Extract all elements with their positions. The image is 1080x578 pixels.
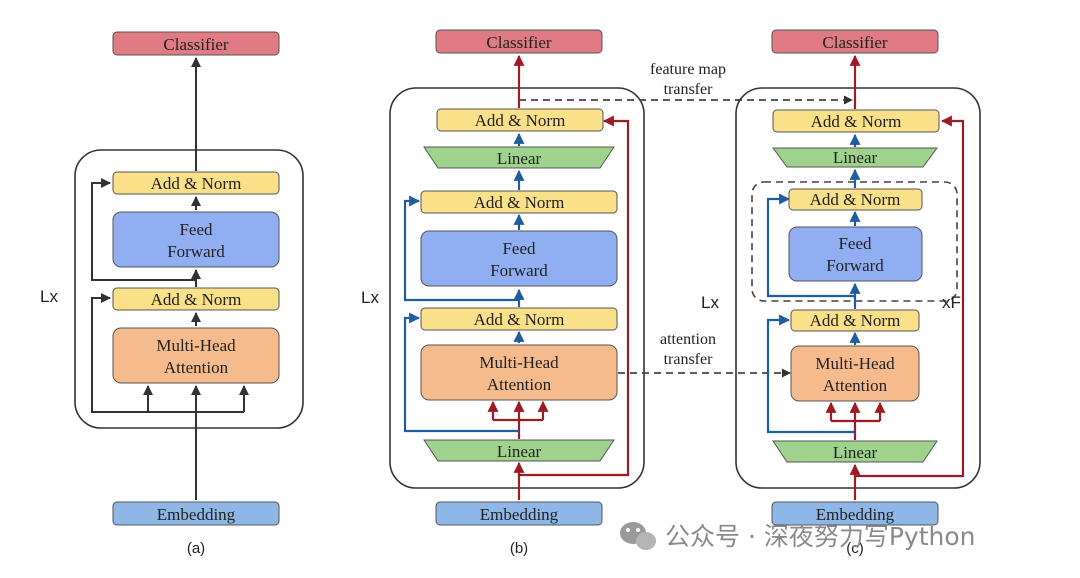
linear-label-bottom-c: Linear	[833, 443, 878, 462]
attention-transfer-label-line2: transfer	[664, 351, 714, 368]
classifier-label-b: Classifier	[486, 33, 551, 52]
embedding-block-b	[435, 501, 603, 526]
add-norm-label-bottom-c: Add & Norm	[810, 311, 901, 330]
add-norm-mid-b	[420, 190, 618, 214]
multi-head-attention-a	[112, 327, 280, 384]
feed-forward-block-b	[420, 230, 618, 287]
linear-top-c	[772, 147, 938, 168]
multi-head-label-a: Multi-Head	[156, 336, 236, 355]
lx-label-c: Lx	[701, 293, 719, 312]
multi-head-label-c: Multi-Head	[815, 354, 895, 373]
add-norm-label-mid-c: Add & Norm	[810, 190, 901, 209]
embedding-block-a	[112, 501, 280, 526]
feed-label-b: Feed	[502, 239, 536, 258]
multi-head-attention-b	[420, 344, 618, 401]
multi-head-attention-c	[790, 345, 920, 402]
linear-top-b	[423, 146, 615, 169]
attention-transfer-label-line1: attention	[660, 331, 716, 348]
embedding-label-c: Embedding	[816, 505, 895, 524]
forward-label-a: Forward	[167, 242, 225, 261]
attention-label-a: Attention	[164, 358, 229, 377]
caption-a: (a)	[187, 540, 205, 557]
classifier-block-c	[771, 29, 939, 54]
attention-label-b: Attention	[487, 375, 552, 394]
lx-label-b: Lx	[361, 288, 379, 307]
classifier-block-a	[112, 31, 280, 56]
caption-c: (c)	[846, 540, 864, 557]
attention-label-c: Attention	[823, 376, 888, 395]
embedding-label-a: Embedding	[157, 505, 236, 524]
feed-label-c: Feed	[838, 234, 872, 253]
add-norm-top-c	[772, 109, 940, 133]
watermark-text: 公众号 · 深夜努力写Python	[665, 522, 976, 551]
panel-c: Classifier Add & Norm Linear Add & Norm …	[701, 29, 981, 557]
forward-label-c: Forward	[826, 256, 884, 275]
caption-b: (b)	[510, 540, 528, 557]
feed-forward-block-c	[788, 226, 923, 282]
add-norm-label-bottom-b: Add & Norm	[474, 310, 565, 329]
feed-label-a: Feed	[179, 220, 213, 239]
add-norm-bottom-c	[790, 309, 920, 332]
embedding-block-c	[771, 501, 939, 526]
add-norm-top-b	[436, 108, 604, 132]
panel-a: Classifier Add & Norm Feed Forward Add &…	[40, 31, 304, 557]
forward-label-b: Forward	[490, 261, 548, 280]
classifier-label-a: Classifier	[163, 35, 228, 54]
feature-map-label-line2: transfer	[664, 81, 714, 98]
linear-label-bottom-b: Linear	[497, 442, 542, 461]
encoder-container-c	[735, 87, 981, 489]
add-norm-bottom-b	[420, 307, 618, 331]
feature-map-label-line1: feature map	[650, 61, 726, 78]
linear-bottom-b	[423, 439, 615, 462]
multi-head-label-b: Multi-Head	[479, 353, 559, 372]
add-norm-label-top-c: Add & Norm	[811, 112, 902, 131]
panel-b: Classifier Add & Norm Linear Add & Norm …	[361, 29, 645, 557]
embedding-label-b: Embedding	[480, 505, 559, 524]
transfer-annotations: feature map transfer attention transfer	[519, 61, 853, 378]
linear-label-top-b: Linear	[497, 149, 542, 168]
add-norm-top-a	[112, 171, 280, 195]
add-norm-label-bottom-a: Add & Norm	[151, 290, 242, 309]
encoder-container-a	[74, 149, 304, 429]
feed-forward-block-a	[112, 211, 280, 268]
classifier-label-c: Classifier	[822, 33, 887, 52]
linear-bottom-c	[772, 440, 938, 463]
classifier-block-b	[435, 29, 603, 54]
add-norm-label-mid-b: Add & Norm	[474, 193, 565, 212]
xf-label-c: xF	[942, 293, 961, 312]
encoder-container-b	[389, 87, 645, 489]
add-norm-label-top-a: Add & Norm	[151, 174, 242, 193]
wechat-icon	[620, 522, 656, 550]
add-norm-bottom-a	[112, 287, 280, 311]
lx-label-a: Lx	[40, 287, 58, 306]
add-norm-label-top-b: Add & Norm	[475, 111, 566, 130]
add-norm-mid-c	[788, 188, 923, 211]
linear-label-top-c: Linear	[833, 148, 878, 167]
watermark: 公众号 · 深夜努力写Python	[620, 522, 976, 551]
